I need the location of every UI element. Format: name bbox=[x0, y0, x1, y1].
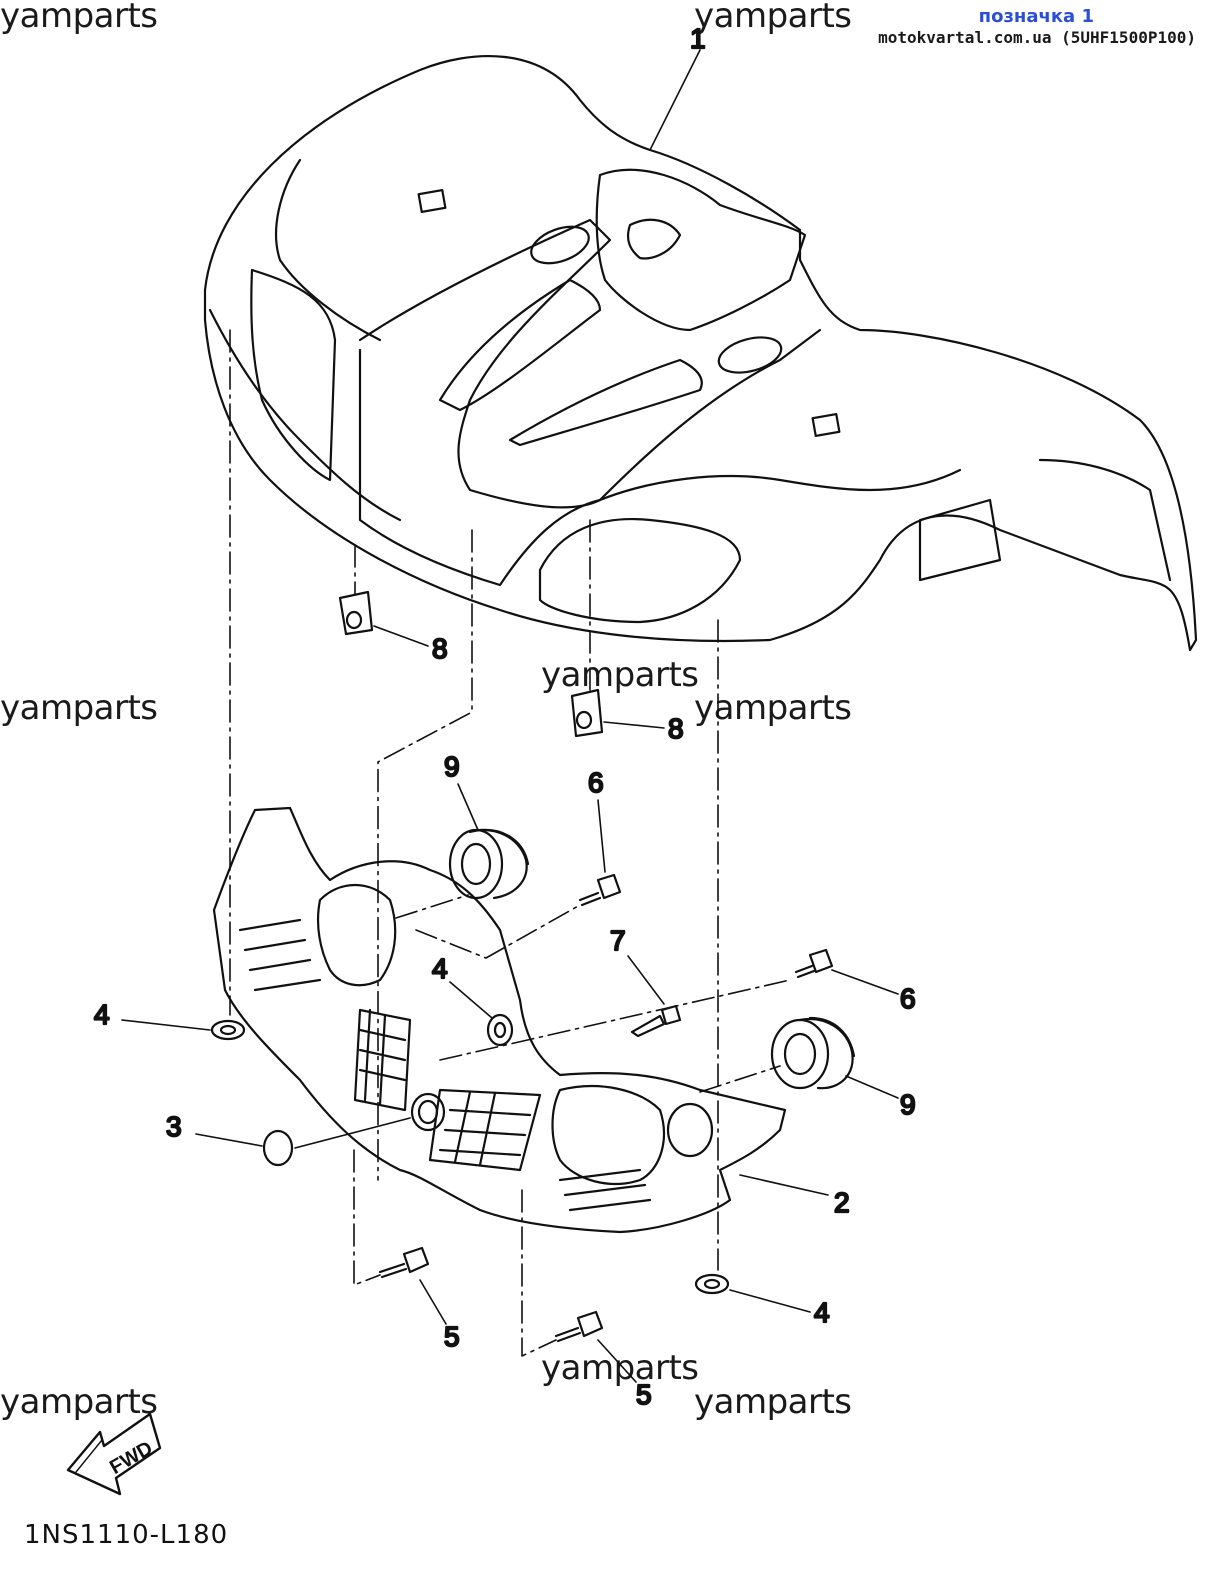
callout-6-upper: 6 bbox=[588, 767, 604, 798]
callout-8-left: 8 bbox=[432, 633, 448, 664]
bolt-5-left[interactable] bbox=[378, 1246, 430, 1279]
washer-part-center[interactable] bbox=[486, 1013, 514, 1047]
callout-4-left: 4 bbox=[94, 999, 110, 1030]
front-guard-part[interactable] bbox=[212, 806, 787, 1234]
diagram-ref-link[interactable]: позначка 1 bbox=[978, 6, 1094, 27]
nut-8-right[interactable] bbox=[570, 688, 604, 738]
fwd-arrow-icon: FWD bbox=[66, 1412, 162, 1496]
callout-1: 1 bbox=[690, 23, 706, 54]
callout-5-left: 5 bbox=[444, 1321, 460, 1352]
assembly-lines bbox=[229, 329, 791, 1357]
grommet-9-lower[interactable] bbox=[770, 1016, 856, 1090]
washer-part-left[interactable] bbox=[210, 1019, 246, 1041]
grommet-9-upper[interactable] bbox=[448, 828, 530, 900]
callout-5-right: 5 bbox=[636, 1379, 652, 1410]
callout-6-lower: 6 bbox=[900, 983, 916, 1014]
callout-3: 3 bbox=[166, 1111, 182, 1142]
front-fender-part[interactable] bbox=[203, 54, 1198, 652]
washer-part-right[interactable] bbox=[694, 1273, 730, 1295]
watermark-mid-right: yamparts bbox=[694, 688, 852, 728]
watermark-bottom-center: yamparts bbox=[541, 1348, 699, 1388]
callout-4-right: 4 bbox=[814, 1297, 830, 1328]
bolt-6-lower[interactable] bbox=[794, 948, 834, 979]
callout-9-lower: 9 bbox=[900, 1089, 916, 1120]
nut-8-left[interactable] bbox=[338, 590, 374, 636]
source-caption: motokvartal.com.ua (5UHF1500P100) bbox=[878, 28, 1196, 47]
fwd-label: FWD bbox=[106, 1437, 156, 1479]
watermark-mid-center: yamparts bbox=[541, 655, 699, 695]
watermark-top-left: yamparts bbox=[0, 0, 158, 36]
callout-9-upper: 9 bbox=[444, 751, 460, 782]
callout-8-right: 8 bbox=[668, 713, 684, 744]
watermark-bottom-left: yamparts bbox=[0, 1382, 158, 1422]
bolt-6-upper[interactable] bbox=[578, 873, 622, 907]
diagram-code: 1NS1110-L180 bbox=[24, 1520, 229, 1550]
watermark-bottom-right: yamparts bbox=[694, 1382, 852, 1422]
callout-2: 2 bbox=[834, 1187, 850, 1218]
callout-7: 7 bbox=[610, 925, 626, 956]
callout-4-center: 4 bbox=[432, 953, 448, 984]
watermark-top-center: yamparts bbox=[694, 0, 852, 36]
bolt-5-right[interactable] bbox=[554, 1310, 604, 1343]
watermark-mid-left: yamparts bbox=[0, 688, 158, 728]
plug-part[interactable] bbox=[262, 1129, 294, 1167]
